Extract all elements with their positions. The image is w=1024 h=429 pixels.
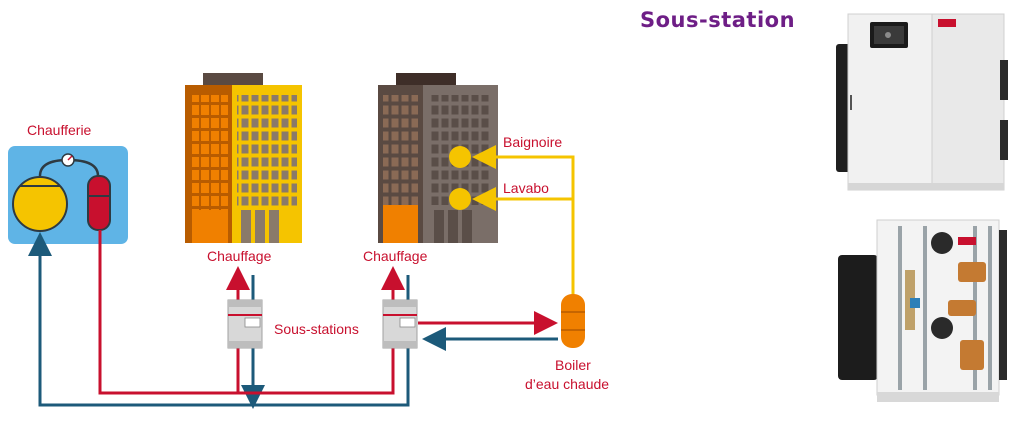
hot-water-lines	[472, 145, 575, 295]
boiler-room-label: Chaufferie	[27, 122, 92, 138]
substation-cabinet-open-image	[838, 219, 1007, 402]
heating-label-building-1: Chauffage	[207, 248, 272, 264]
hot-water-boiler	[561, 294, 585, 348]
return-network	[28, 232, 558, 409]
page-title: Sous-station	[640, 8, 796, 32]
boiler-label-line-2: d’eau chaude	[525, 376, 610, 392]
heating-label-building-2: Chauffage	[363, 248, 428, 264]
substation-unit-2	[382, 299, 418, 349]
sink-label: Lavabo	[503, 180, 549, 196]
boiler-label-line-1: Boiler	[555, 357, 591, 373]
substation-cabinet-closed-image	[836, 13, 1008, 191]
substation-unit-1	[227, 299, 263, 349]
building-2	[378, 73, 498, 243]
bathtub-label: Baignoire	[503, 134, 563, 150]
supply-network	[98, 230, 558, 395]
substations-label: Sous-stations	[274, 321, 359, 337]
building-1	[185, 73, 302, 243]
boiler-room-box	[8, 146, 128, 244]
